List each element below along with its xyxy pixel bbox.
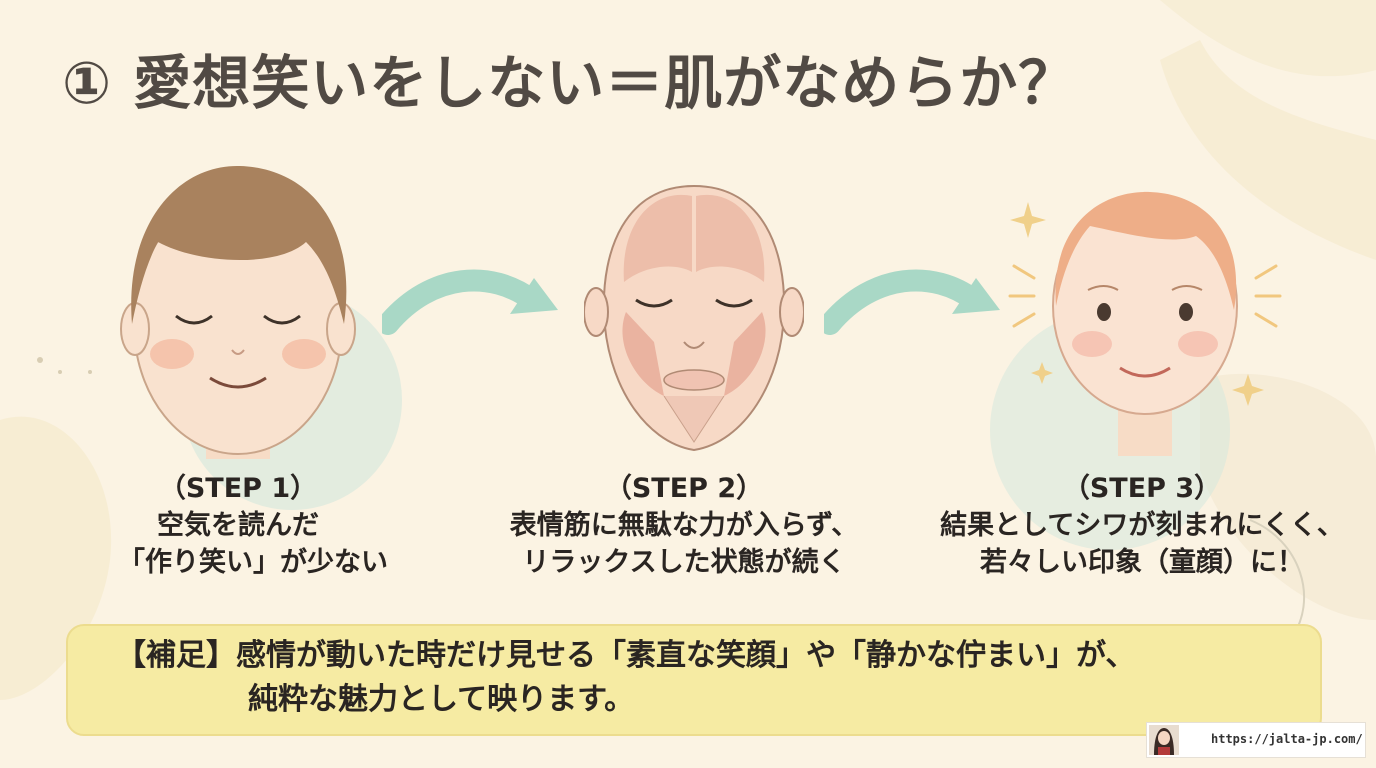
website-badge[interactable]: https://jalta-jp.com/ [1146, 722, 1366, 758]
step-label: （STEP 2） [604, 473, 764, 504]
step-text-line1: 表情筋に無駄な力が入らず、 [509, 510, 859, 541]
avatar [1149, 725, 1179, 755]
right-arrow-icon [382, 269, 558, 335]
step-3-caption: （STEP 3） 結果としてシワが刻まれにくく、 若々しい印象（童顔）に！ [914, 470, 1370, 581]
youthful-face-icon [1008, 191, 1282, 456]
step-label: （STEP 1） [158, 473, 318, 504]
step-2-caption: （STEP 2） 表情筋に無駄な力が入らず、 リラックスした状態が続く [484, 470, 884, 581]
step-text-line2: 「作り笑い」が少ない [118, 547, 388, 578]
step-text-line1: 結果としてシワが刻まれにくく、 [940, 510, 1344, 541]
step-text-line2: リラックスした状態が続く [522, 547, 846, 578]
step-1-caption: （STEP 1） 空気を読んだ 「作り笑い」が少ない [118, 470, 388, 581]
note: 【補足】感情が動いた時だけ見せる「素直な笑顔」や「静かな佇まい」が、 純粋な魅力… [116, 634, 1135, 722]
note-line2: 純粋な魅力として映ります。 [248, 682, 635, 717]
step-label: （STEP 3） [1062, 473, 1222, 504]
page-title: ① 愛想笑いをしない＝肌がなめらか？ [62, 49, 1078, 117]
right-arrow-icon [824, 269, 1000, 335]
note-line1: 【補足】感情が動いた時だけ見せる「素直な笑顔」や「静かな佇まい」が、 [116, 638, 1136, 673]
step-text-line1: 空気を読んだ [157, 510, 319, 541]
facial-muscles-icon [584, 184, 804, 452]
step-text-line2: 若々しい印象（童顔）に！ [980, 547, 1304, 578]
website-url[interactable]: https://jalta-jp.com/ [1211, 732, 1363, 746]
relaxed-face-icon [120, 165, 356, 459]
note-box [66, 624, 1322, 736]
